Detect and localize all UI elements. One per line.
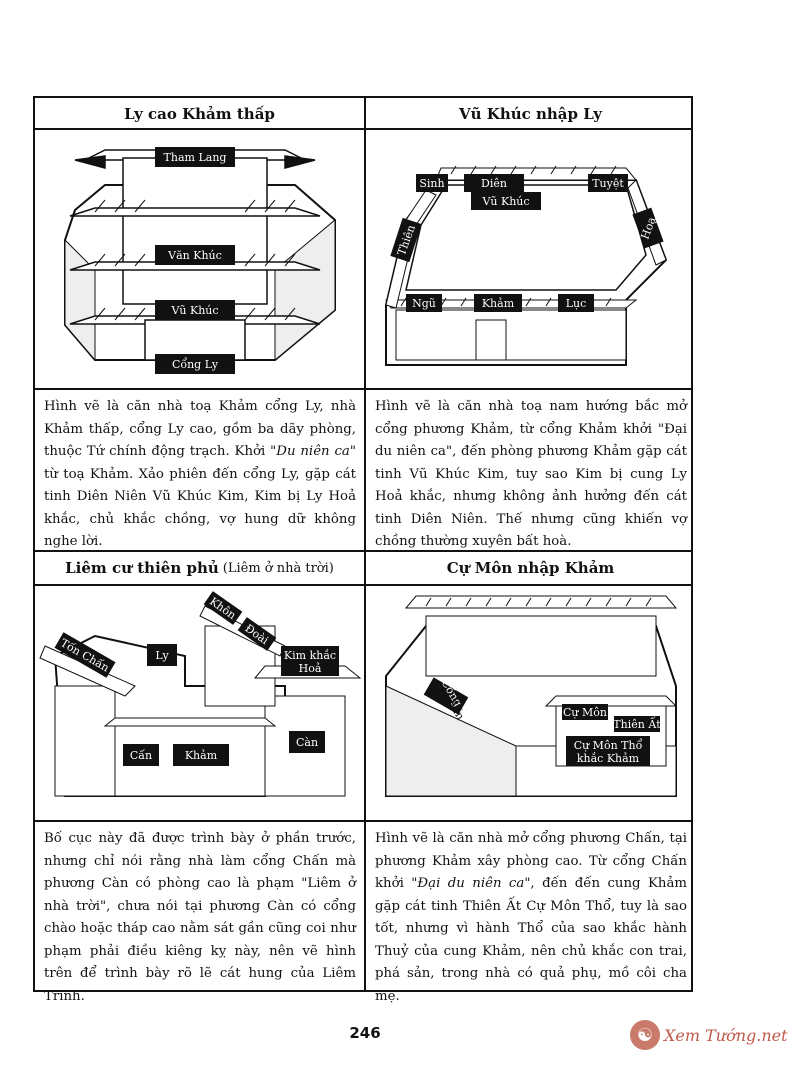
- grid-divider-vertical: [364, 98, 366, 990]
- cell-liem-cu-thien-phu: Liêm cư thiên phủ(Liêm ở nhà trời) Tốn C…: [35, 552, 364, 1004]
- description-text: Hình vẽ là căn nhà mở cổng phương Chấn, …: [375, 828, 687, 1008]
- text-run: Hình vẽ là căn nhà mở cổng phương Chấn, …: [375, 831, 687, 891]
- cell-title: Cự Môn nhập Khảm: [366, 552, 695, 584]
- description-text: Hình vẽ là căn nhà toạ nam hướng bắc mở …: [375, 396, 687, 554]
- cell-title-text: Ly cao Khảm thấp: [124, 105, 275, 123]
- label-tham-lang: Tham Lang: [164, 151, 227, 164]
- cell-cu-mon-nhap-kham: Cự Môn nhập Khảm Cổng Chấn Cự Môn Thi: [366, 552, 695, 1004]
- cell-title: Ly cao Khảm thấp: [35, 98, 364, 130]
- page-number: 246: [349, 1024, 381, 1042]
- label-cu-mon: Cự Môn: [563, 706, 607, 719]
- watermark-text: Xem Tướng.net: [664, 1025, 788, 1045]
- label-tuyet: Tuyệt: [592, 177, 624, 190]
- label-kim-khac: Kim khắc: [284, 649, 336, 662]
- text-run: ", đến đến cung Khảm gặp cát tinh Thiên …: [375, 876, 687, 1004]
- grid-divider: [35, 820, 691, 822]
- grid-divider: [35, 388, 691, 390]
- text-run: Đại du niên ca: [417, 876, 525, 891]
- label-vu-khuc: Vũ Khúc: [481, 195, 529, 208]
- cell-description: Hình vẽ là căn nhà toạ Khảm cổng Ly, nhà…: [35, 390, 364, 550]
- label-dien: Diên: [481, 177, 507, 190]
- label-luc: Lục: [566, 297, 587, 310]
- cell-title-text: Cự Môn nhập Khảm: [446, 559, 615, 577]
- label-kham: Khảm: [482, 297, 515, 310]
- figure-grid: Ly cao Khảm thấp: [33, 96, 695, 1004]
- description-text: Bố cục này đã được trình bày ở phần trướ…: [44, 828, 356, 1008]
- label-ngu: Ngũ: [412, 297, 436, 310]
- grid-divider: [35, 584, 691, 586]
- label-can: Cấn: [130, 749, 152, 762]
- house-illustration: Tốn Chấn Ly Khôn Đoài Kim khắc Hoả Cấn K…: [35, 586, 364, 820]
- cell-description: Hình vẽ là căn nhà mở cổng phương Chấn, …: [366, 822, 695, 1004]
- grid-divider: [35, 128, 691, 130]
- cell-description: Hình vẽ là căn nhà toạ nam hướng bắc mở …: [366, 390, 695, 550]
- house-illustration: Tham Lang Văn Khúc Vũ Khúc Cổng Ly: [35, 130, 364, 388]
- text-run: " từ toạ Khảm. Xảo phiên đến cổng Ly, gặ…: [44, 444, 356, 549]
- cell-ly-cao-kham-thap: Ly cao Khảm thấp: [35, 98, 364, 550]
- label-can-2: Càn: [296, 736, 318, 749]
- house-illustration: Diên Sinh Tuyệt Vũ Khúc Thiên Hoạ Ngũ Kh…: [366, 130, 695, 388]
- label-van-khuc: Văn Khúc: [167, 249, 222, 262]
- cell-description: Bố cục này đã được trình bày ở phần trướ…: [35, 822, 364, 1004]
- label-sinh: Sinh: [419, 177, 444, 190]
- cell-title-text: Liêm cư thiên phủ: [65, 559, 219, 577]
- label-cong-ly: Cổng Ly: [172, 358, 219, 371]
- text-run: Hình vẽ là căn nhà toạ nam hướng bắc mở …: [375, 399, 687, 549]
- grid-divider: [35, 550, 691, 552]
- cell-vu-khuc-nhap-ly: Vũ Khúc nhập Ly Diên Si: [366, 98, 695, 550]
- cell-title: Liêm cư thiên phủ(Liêm ở nhà trời): [35, 552, 364, 584]
- watermark: ☯ Xem Tướng.net: [630, 1015, 795, 1055]
- label-vu-khuc: Vũ Khúc: [170, 304, 218, 317]
- yin-yang-icon: ☯: [630, 1020, 660, 1050]
- text-run: Du niên ca: [276, 444, 350, 459]
- house-illustration: Cổng Chấn Cự Môn Thiên Ất Cự Môn Thổ khắ…: [366, 586, 695, 820]
- label-kham: Khảm: [185, 749, 218, 762]
- cell-subtitle: (Liêm ở nhà trời): [222, 560, 334, 576]
- label-ly: Ly: [155, 649, 169, 662]
- label-thien-at: Thiên Ất: [613, 716, 661, 731]
- cell-title-text: Vũ Khúc nhập Ly: [459, 105, 602, 123]
- label-cu-mon-tho: Cự Môn Thổ: [574, 739, 643, 752]
- label-khac-kham: khắc Khảm: [577, 752, 640, 765]
- label-hoa: Hoả: [299, 662, 322, 675]
- text-run: Hình vẽ là căn nhà toạ Khảm cổng Ly, nhà…: [44, 399, 356, 459]
- cell-title: Vũ Khúc nhập Ly: [366, 98, 695, 130]
- text-run: Bố cục này đã được trình bày ở phần trướ…: [44, 831, 356, 1004]
- description-text: Hình vẽ là căn nhà toạ Khảm cổng Ly, nhà…: [44, 396, 356, 554]
